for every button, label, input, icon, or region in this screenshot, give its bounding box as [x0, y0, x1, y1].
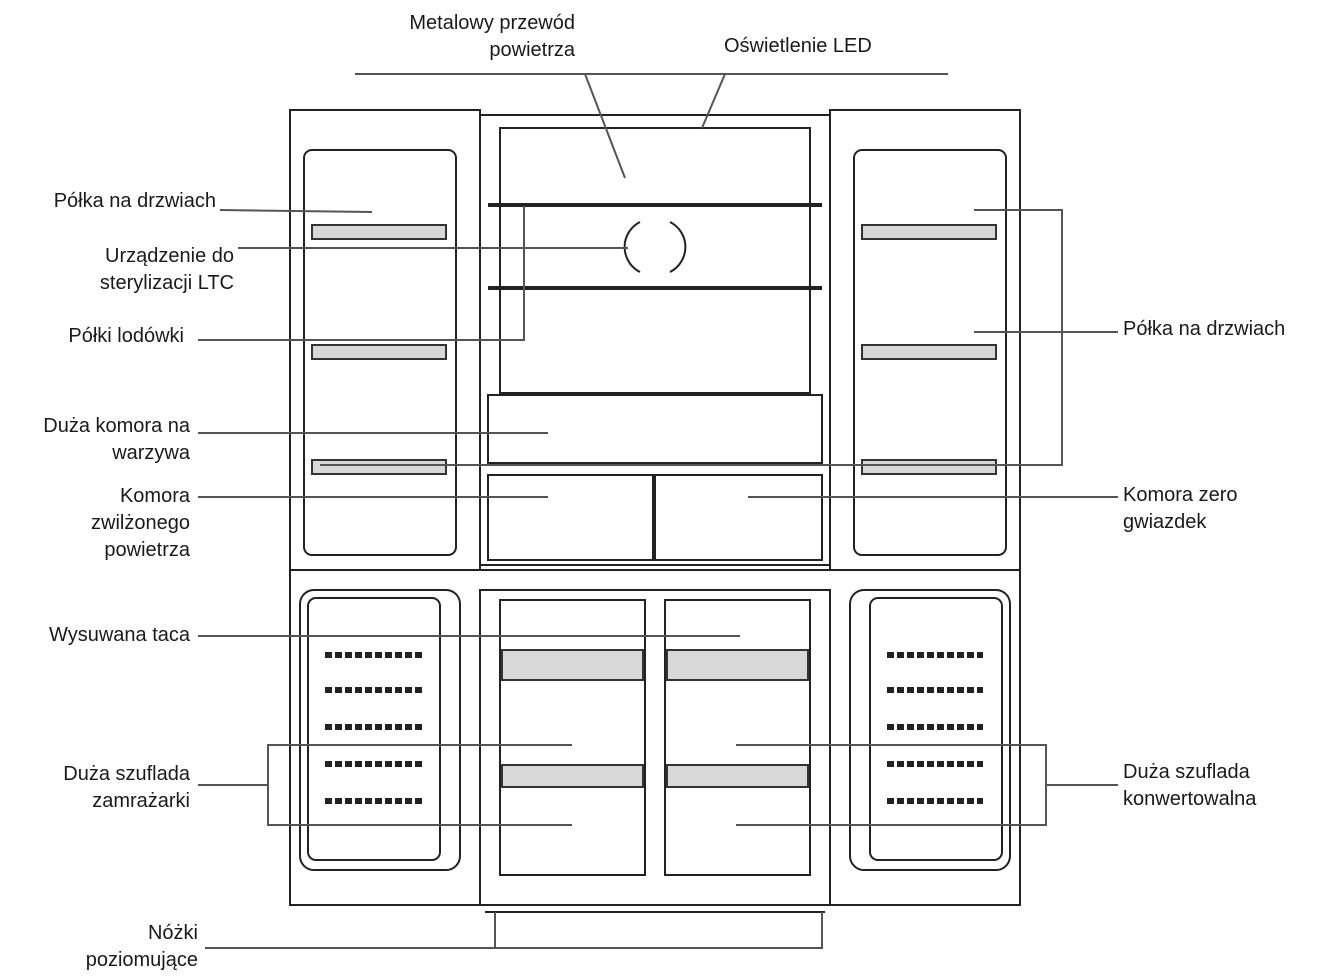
door-bins — [311, 224, 997, 788]
label-freezer-drawer-line1: Duża szuflada — [63, 763, 190, 785]
right-door-inner — [853, 149, 1007, 556]
label-fridge-shelves: Półki lodówki — [0, 323, 184, 350]
fridge-interior — [499, 127, 811, 394]
freezer-section — [289, 569, 1021, 906]
label-door-shelf-right-line1: Półka na drzwiach — [1123, 318, 1286, 340]
veg-drawer-shape — [487, 394, 823, 464]
label-freezer-drawer-line2: zamrażarki — [92, 790, 190, 812]
label-humid-air-chamber: Komora zwilżonego powietrza — [0, 483, 190, 564]
ltc-device-right-arc — [669, 221, 687, 273]
label-leveling-feet: Nóżki poziomujące — [0, 920, 198, 974]
right-freezer-inner — [869, 597, 1003, 861]
right-upper-door — [829, 109, 1021, 571]
label-humid-air-chamber-line3: powietrza — [104, 539, 190, 561]
freezer-vents — [325, 652, 983, 804]
refrigerator-outline — [289, 109, 1021, 913]
label-led-lighting-line1: Oświetlenie LED — [724, 35, 872, 57]
label-ltc-sterilizer-line1: Urządzenie do — [105, 245, 234, 267]
center-freezer — [479, 589, 831, 906]
label-freezer-drawer: Duża szuflada zamrażarki — [0, 761, 190, 815]
label-zero-star-chamber-line2: gwiazdek — [1123, 511, 1207, 533]
label-metal-air-duct: Metalowy przewód powietrza — [340, 10, 575, 64]
label-leveling-feet-line2: poziomujące — [85, 949, 198, 971]
label-led-lighting: Oświetlenie LED — [724, 33, 872, 60]
right-freezer-door — [849, 589, 1011, 871]
label-zero-star-chamber: Komora zero gwiazdek — [1123, 482, 1238, 536]
freezer-drawer-left — [499, 599, 646, 876]
label-metal-air-duct-line2: powietrza — [489, 39, 575, 61]
label-humid-air-chamber-line2: zwilżonego — [91, 512, 190, 534]
humid-chamber-shape — [487, 474, 654, 561]
label-door-shelf-left-line1: Półka na drzwiach — [53, 190, 216, 212]
zero-star-chamber-shape — [654, 474, 823, 561]
label-humid-air-chamber-line1: Komora — [119, 485, 190, 507]
left-freezer-inner — [307, 597, 441, 861]
left-door-inner — [303, 149, 457, 556]
label-convertible-drawer-line2: konwertowalna — [1123, 788, 1257, 810]
label-zero-star-chamber-line1: Komora zero — [1123, 484, 1238, 506]
label-vegetable-drawer-line1: Duża komora na — [43, 415, 190, 437]
label-slide-out-tray: Wysuwana taca — [0, 622, 190, 649]
label-vegetable-drawer-line2: warzywa — [112, 442, 190, 464]
leader-lines — [198, 73, 1118, 949]
freezer-drawer-right — [664, 599, 811, 876]
label-ltc-sterilizer-line2: sterylizacji LTC — [99, 272, 234, 294]
label-vegetable-drawer: Duża komora na warzywa — [0, 413, 190, 467]
label-ltc-sterilizer: Urządzenie do sterylizacji LTC — [0, 243, 234, 297]
label-slide-out-tray-line1: Wysuwana taca — [49, 624, 190, 646]
label-convertible-drawer-line1: Duża szuflada — [1123, 761, 1250, 783]
label-convertible-drawer: Duża szuflada konwertowalna — [1123, 759, 1256, 813]
label-door-shelf-left: Półka na drzwiach — [0, 188, 216, 215]
fridge-shelf-lines — [488, 203, 822, 290]
label-leveling-feet-line1: Nóżki — [147, 922, 198, 944]
label-door-shelf-right: Półka na drzwiach — [1123, 316, 1285, 343]
label-fridge-shelves-line1: Półki lodówki — [68, 325, 184, 347]
label-metal-air-duct-line1: Metalowy przewód — [409, 12, 575, 34]
left-freezer-door — [299, 589, 461, 871]
